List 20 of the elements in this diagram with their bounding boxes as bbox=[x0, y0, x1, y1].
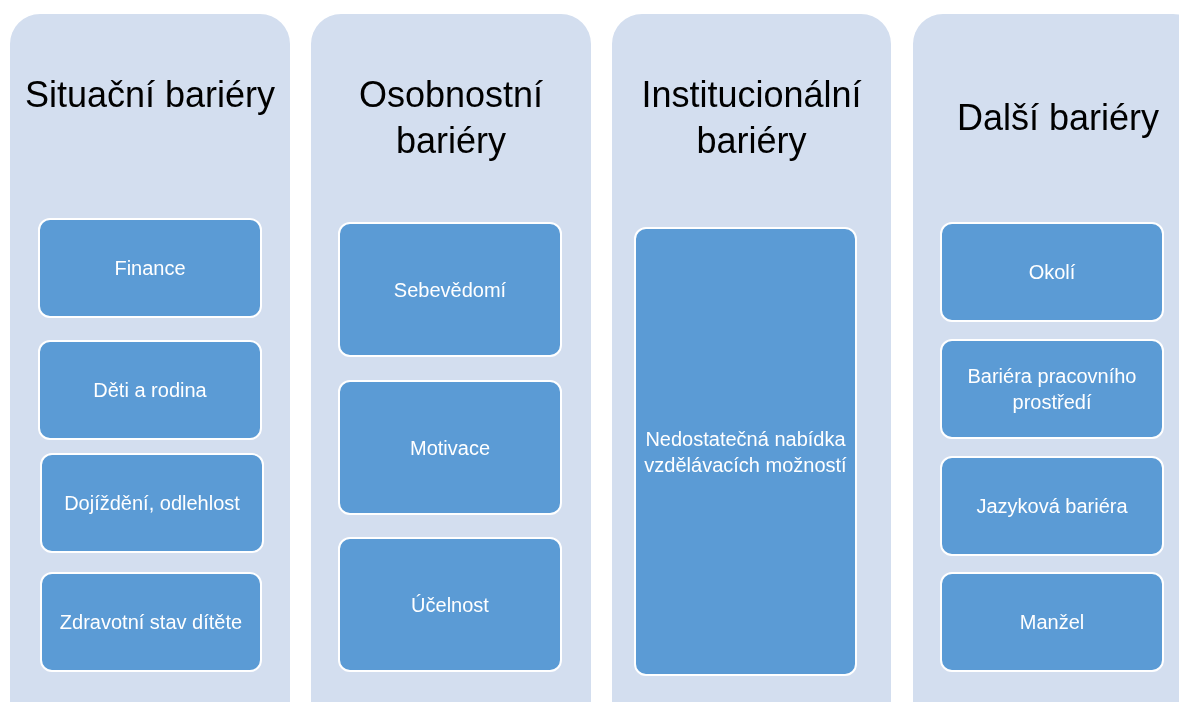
barrier-box: Okolí bbox=[940, 222, 1164, 322]
barrier-box: Jazyková bariéra bbox=[940, 456, 1164, 556]
barrier-box: Finance bbox=[38, 218, 262, 318]
barrier-box: Bariéra pracovního prostředí bbox=[940, 339, 1164, 439]
barrier-box: Nedostatečná nabídka vzdělávacích možností bbox=[634, 227, 857, 676]
panel-heading: Osobnostní bariéry bbox=[357, 73, 545, 163]
category-panel bbox=[10, 14, 290, 702]
barrier-box: Dojíždění, odlehlost bbox=[40, 453, 264, 553]
category-panel bbox=[913, 14, 1179, 702]
barrier-box: Děti a rodina bbox=[38, 340, 262, 440]
barrier-box: Účelnost bbox=[338, 537, 562, 672]
panel-heading: Situační bariéry bbox=[23, 73, 277, 117]
barrier-box: Motivace bbox=[338, 380, 562, 515]
barrier-box: Manžel bbox=[940, 572, 1164, 672]
panel-heading: Další bariéry bbox=[955, 96, 1161, 140]
category-panel bbox=[612, 14, 891, 702]
panel-heading: Institucionální bariéry bbox=[640, 73, 863, 163]
barrier-box: Sebevědomí bbox=[338, 222, 562, 357]
barrier-box: Zdravotní stav dítěte bbox=[40, 572, 262, 672]
category-panel bbox=[311, 14, 591, 702]
